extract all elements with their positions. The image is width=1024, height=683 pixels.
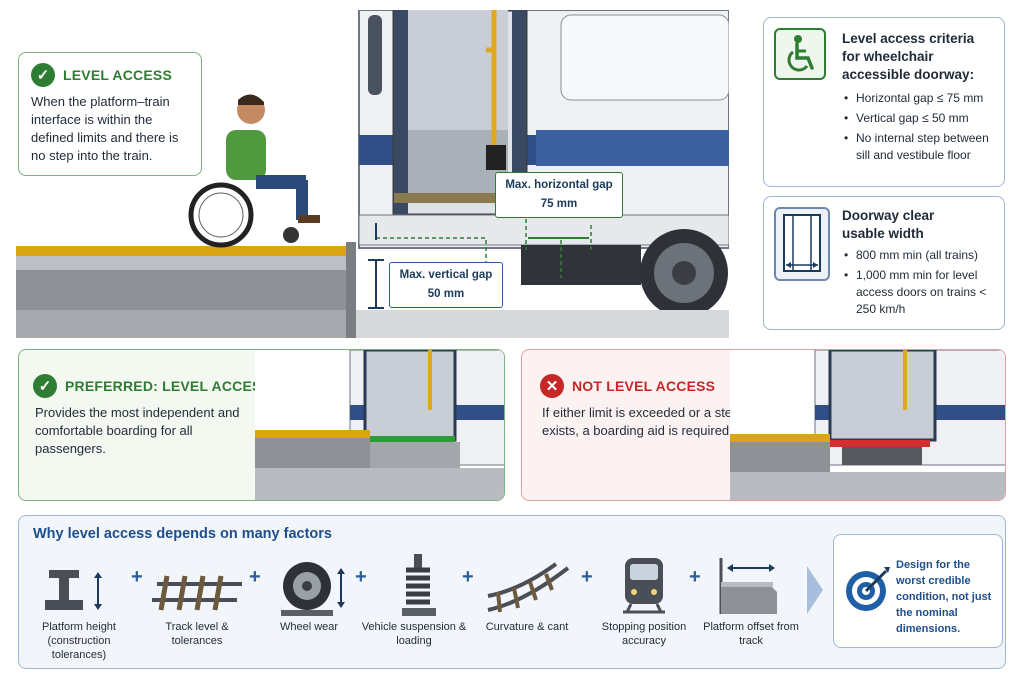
preferred-panel: ✓ PREFERRED: LEVEL ACCESS Provides the m… <box>18 349 505 501</box>
factors-title: Why level access depends on many factors <box>33 526 332 542</box>
check-circle-icon: ✓ <box>33 374 57 398</box>
doorway-item: 800 mm min (all trains) <box>844 247 999 264</box>
factors-panel: Why level access depends on many factors… <box>18 515 1006 669</box>
horizontal-gap-text: Max. horizontal gap <box>505 179 613 191</box>
vertical-gap-text: Max. vertical gap <box>399 269 493 281</box>
x-circle-icon: ✕ <box>540 374 564 398</box>
not-level-illustration <box>730 350 1005 500</box>
criteria-item: No internal step between sill and vestib… <box>844 130 999 164</box>
vertical-gap-label: Max. vertical gap 50 mm <box>389 262 503 308</box>
doorway-list: 800 mm min (all trains) 1,000 mm min for… <box>844 247 999 318</box>
doorway-icon <box>774 207 830 281</box>
doorway-item: 1,000 mm min for level access doors on t… <box>844 267 999 318</box>
arrow-right-icon <box>807 566 823 614</box>
factor-label: Track level & tolerances <box>165 621 229 647</box>
train-front-icon <box>623 558 665 614</box>
criteria-list: Horizontal gap ≤ 75 mm Vertical gap ≤ 50… <box>844 90 999 164</box>
vertical-gap-value: 50 mm <box>427 288 465 300</box>
rail-section-icon <box>45 570 102 610</box>
plus-sign: + <box>131 566 143 588</box>
curved-track-icon <box>487 562 570 613</box>
criteria-title: Level access criteria for wheelchair acc… <box>842 31 975 82</box>
factor-label: Platform offset from track <box>703 621 799 647</box>
plus-sign: + <box>462 566 474 588</box>
preferred-title: PREFERRED: LEVEL ACCESS <box>65 378 272 394</box>
level-access-title: LEVEL ACCESS <box>63 67 172 83</box>
horizontal-gap-value: 75 mm <box>540 198 578 210</box>
level-access-callout: ✓ LEVEL ACCESS When the platform–train i… <box>18 52 202 176</box>
criteria-card: Level access criteria for wheelchair acc… <box>763 17 1005 187</box>
factor-label: Curvature & cant <box>485 621 569 633</box>
factor-label: Vehicle suspension & loading <box>361 621 467 647</box>
hero-illustration <box>16 8 730 338</box>
preferred-text: Provides the most independent and comfor… <box>35 405 240 456</box>
conclusion-card: Design for the worst credible condition,… <box>833 534 1003 648</box>
plus-sign: + <box>249 566 261 588</box>
target-icon <box>846 567 890 611</box>
level-access-text: When the platform–train interface is wit… <box>31 94 179 163</box>
doorway-card: Doorway clear usable width 800 mm min (a… <box>763 196 1005 330</box>
not-level-title: NOT LEVEL ACCESS <box>572 378 716 394</box>
track-icon <box>152 575 242 611</box>
wheel-icon <box>281 562 345 616</box>
criteria-item: Vertical gap ≤ 50 mm <box>844 110 999 127</box>
check-circle-icon: ✓ <box>31 63 55 87</box>
wheelchair-icon <box>774 28 826 80</box>
factor-label: Platform height (construction tolerances… <box>42 621 116 661</box>
plus-sign: + <box>355 566 367 588</box>
factor-label: Stopping position accuracy <box>601 621 687 647</box>
not-level-text: If either limit is exceeded or a step ex… <box>542 405 740 438</box>
platform-train-illustration <box>16 8 730 338</box>
conclusion-text: Design for the worst credible condition,… <box>896 559 992 635</box>
plus-sign: + <box>689 566 701 588</box>
plus-sign: + <box>581 566 593 588</box>
preferred-illustration <box>255 350 504 500</box>
doorway-title: Doorway clear usable width <box>842 208 935 241</box>
offset-icon <box>719 558 777 614</box>
criteria-item: Horizontal gap ≤ 75 mm <box>844 90 999 107</box>
spring-icon <box>402 554 436 616</box>
not-level-panel: ✕ NOT LEVEL ACCESS If either limit is ex… <box>521 349 1006 501</box>
factor-label: Wheel wear <box>279 621 339 633</box>
horizontal-gap-label: Max. horizontal gap 75 mm <box>495 172 623 218</box>
